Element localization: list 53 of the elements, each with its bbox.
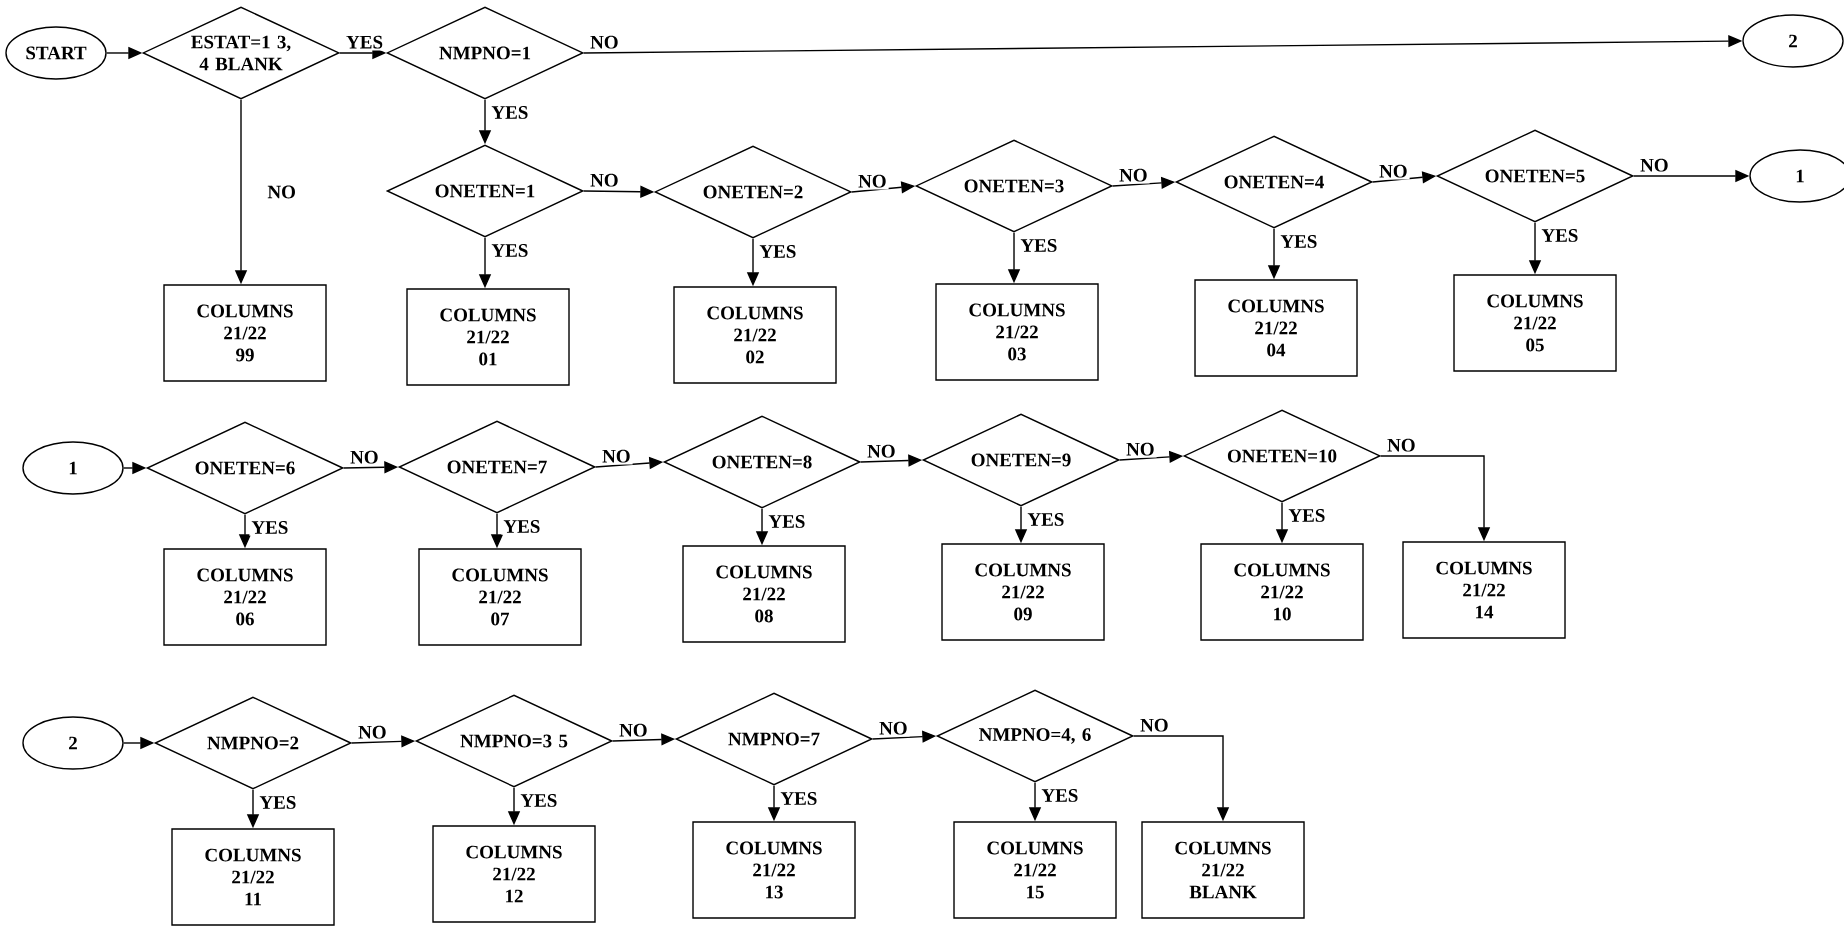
edge-label: YES — [1018, 237, 1060, 254]
process-box: COLUMNS 21/22 02 — [673, 286, 837, 384]
edge-label: NO — [1638, 156, 1671, 174]
edge-label: YES — [1039, 787, 1081, 804]
edge-label: YES — [766, 513, 808, 530]
edge-label: YES — [518, 792, 560, 809]
edge-label: YES — [489, 104, 531, 121]
edge-label: YES — [1025, 511, 1067, 528]
edge-label: NO — [588, 171, 621, 189]
edge-label: YES — [489, 242, 531, 259]
process-box: COLUMNS 21/22 10 — [1200, 543, 1364, 641]
edge-label: YES — [257, 794, 299, 811]
process-box: COLUMNS 21/22 04 — [1194, 279, 1358, 377]
edge-label: YES — [1539, 227, 1581, 244]
terminal-oval: 1 — [22, 441, 124, 495]
edge-label: YES — [757, 243, 799, 260]
process-box: COLUMNS 21/22 13 — [692, 821, 856, 919]
process-box: COLUMNS 21/22 08 — [682, 545, 846, 643]
edge-label: NO — [265, 183, 298, 201]
terminal-oval: 2 — [1742, 14, 1844, 68]
edge-label: NO — [600, 447, 633, 465]
process-box: COLUMNS 21/22 15 — [953, 821, 1117, 919]
edge-label: NO — [348, 448, 381, 466]
edge-label: NO — [1117, 166, 1150, 184]
terminal-oval: 2 — [22, 716, 124, 770]
edge-label: NO — [1385, 436, 1418, 454]
process-box: COLUMNS 21/22 06 — [163, 548, 327, 646]
edge-label: NO — [356, 723, 389, 741]
process-box: COLUMNS 21/22 11 — [171, 828, 335, 926]
edge-label: NO — [1377, 162, 1410, 180]
process-box: COLUMNS 21/22 99 — [163, 284, 327, 382]
edge-label: YES — [501, 518, 543, 535]
edge-label: YES — [1278, 233, 1320, 250]
edge-label: NO — [865, 442, 898, 460]
edge-label: NO — [588, 33, 621, 51]
process-box: COLUMNS 21/22 09 — [941, 543, 1105, 641]
process-box: COLUMNS 21/22 BLANK — [1141, 821, 1305, 919]
edge-label: YES — [778, 790, 820, 807]
terminal-oval: START — [5, 26, 107, 80]
edge-label: NO — [617, 721, 650, 739]
edge-label: YES — [344, 33, 386, 51]
edge-label: YES — [249, 519, 291, 536]
edge-label: NO — [1124, 440, 1157, 458]
edge-label: YES — [1286, 507, 1328, 524]
process-box: COLUMNS 21/22 14 — [1402, 541, 1566, 639]
process-box: COLUMNS 21/22 07 — [418, 548, 582, 646]
process-box: COLUMNS 21/22 12 — [432, 825, 596, 923]
process-box: COLUMNS 21/22 03 — [935, 283, 1099, 381]
edge-label: NO — [877, 719, 910, 737]
process-box: COLUMNS 21/22 01 — [406, 288, 570, 386]
edge-label: NO — [856, 172, 889, 190]
edge-label: NO — [1138, 716, 1171, 734]
process-box: COLUMNS 21/22 05 — [1453, 274, 1617, 372]
